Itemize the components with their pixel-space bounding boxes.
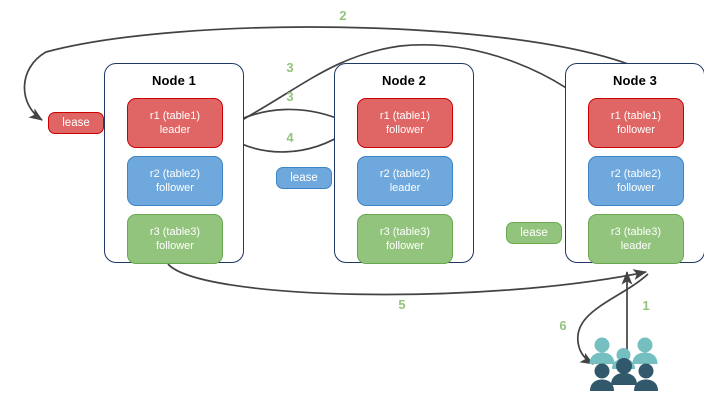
replica-name: r3 (table3) <box>149 226 201 238</box>
replica-box[interactable]: r1 (table1) follower <box>588 98 684 148</box>
replica-name: r3 (table3) <box>610 226 662 238</box>
replica-role: follower <box>386 240 424 252</box>
replica-role: follower <box>386 124 424 136</box>
replica-role: leader <box>159 124 191 136</box>
replica-role: leader <box>620 240 652 252</box>
replica-role: follower <box>617 124 655 136</box>
replica-role: leader <box>389 182 421 194</box>
replica-name: r2 (table2) <box>610 168 662 180</box>
replica-role: follower <box>617 182 655 194</box>
lease-label: lease <box>290 172 318 184</box>
node-title: Node 3 <box>613 73 657 88</box>
node-container-3[interactable]: Node 3 r1 (table1) follower r2 (table2) … <box>565 63 704 264</box>
lease-badge-blue[interactable]: lease <box>276 167 332 189</box>
replica-role: follower <box>156 182 194 194</box>
arrow-step-5 <box>167 263 647 296</box>
replica-box[interactable]: r3 (table3) follower <box>127 214 223 264</box>
replica-box[interactable]: r1 (table1) leader <box>127 98 223 148</box>
node-container-1[interactable]: Node 1 r1 (table1) leader r2 (table2) fo… <box>104 63 244 264</box>
lease-label: lease <box>520 227 548 239</box>
step-label-2: 2 <box>339 8 347 23</box>
lease-label: lease <box>62 117 90 129</box>
step-label-6: 6 <box>559 318 567 333</box>
step-label-3a: 3 <box>286 60 294 75</box>
users-group-icon <box>589 337 658 391</box>
step-label-1: 1 <box>642 298 650 313</box>
node-title: Node 2 <box>382 73 426 88</box>
lease-badge-green[interactable]: lease <box>506 222 562 244</box>
step-label-4: 4 <box>286 130 294 145</box>
replica-box[interactable]: r2 (table2) follower <box>588 156 684 206</box>
replica-box[interactable]: r2 (table2) leader <box>357 156 453 206</box>
replica-box[interactable]: r1 (table1) follower <box>357 98 453 148</box>
replica-name: r1 (table1) <box>610 110 662 122</box>
node-title: Node 1 <box>152 73 196 88</box>
node-container-2[interactable]: Node 2 r1 (table1) follower r2 (table2) … <box>334 63 474 264</box>
replica-box[interactable]: r3 (table3) follower <box>357 214 453 264</box>
replica-box[interactable]: r3 (table3) leader <box>588 214 684 264</box>
step-label-3b: 3 <box>286 89 294 104</box>
replica-name: r3 (table3) <box>379 226 431 238</box>
replica-role: follower <box>156 240 194 252</box>
step-label-5: 5 <box>398 297 406 312</box>
replica-name: r2 (table2) <box>149 168 201 180</box>
replica-name: r2 (table2) <box>379 168 431 180</box>
replica-box[interactable]: r2 (table2) follower <box>127 156 223 206</box>
lease-badge-red[interactable]: lease <box>48 112 104 134</box>
replica-name: r1 (table1) <box>149 110 201 122</box>
replica-name: r1 (table1) <box>379 110 431 122</box>
